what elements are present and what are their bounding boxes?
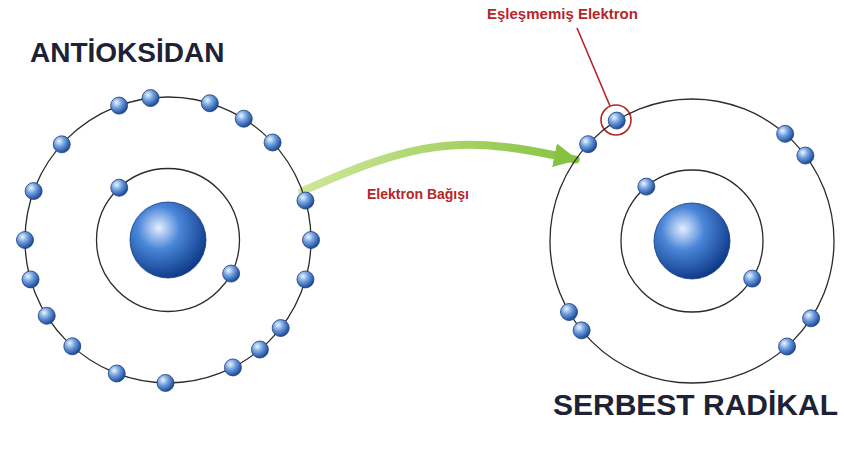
electron (201, 95, 218, 112)
electron (272, 320, 289, 337)
nucleus (654, 203, 730, 279)
electron (53, 136, 70, 153)
inner-orbit (97, 169, 240, 312)
atom-outline (548, 97, 836, 385)
callout-label: Eşleşmemiş Elektron (485, 5, 640, 23)
edge-label: Elektron Bağışı (365, 186, 471, 203)
electron (235, 110, 252, 127)
electron (264, 134, 281, 151)
electron (638, 178, 655, 195)
electron (777, 125, 794, 142)
atom-node: ANTİOKSİDAN (23, 95, 313, 385)
electron (38, 307, 55, 324)
electron (803, 310, 820, 327)
electron (17, 232, 34, 249)
electron (797, 147, 814, 164)
highlight-ring (601, 105, 631, 135)
atom-outline (23, 95, 313, 385)
electron (157, 374, 174, 391)
electron (744, 270, 761, 287)
electron (111, 179, 128, 196)
electron (223, 265, 240, 282)
outer-orbit (550, 99, 834, 383)
outer-orbit (25, 97, 311, 383)
electron (297, 192, 314, 209)
electron (22, 271, 39, 288)
electron (142, 90, 159, 107)
electron (303, 232, 320, 249)
electron (111, 97, 128, 114)
electron (224, 359, 241, 376)
inner-orbit (621, 170, 763, 312)
electron (251, 341, 268, 358)
electron (608, 112, 625, 129)
electron (25, 183, 42, 200)
atom-title: ANTİOKSİDAN (30, 37, 224, 69)
donation-arrow (302, 145, 575, 191)
electron (64, 338, 81, 355)
electron (561, 304, 578, 321)
atom-node: SERBEST RADİKAL (548, 97, 836, 385)
electron (108, 365, 125, 382)
electron (573, 322, 590, 339)
electron (297, 271, 314, 288)
nucleus (130, 202, 206, 278)
atom-title: SERBEST RADİKAL (553, 388, 838, 423)
electron (779, 338, 796, 355)
leader-line (577, 28, 610, 106)
electron (580, 136, 597, 153)
